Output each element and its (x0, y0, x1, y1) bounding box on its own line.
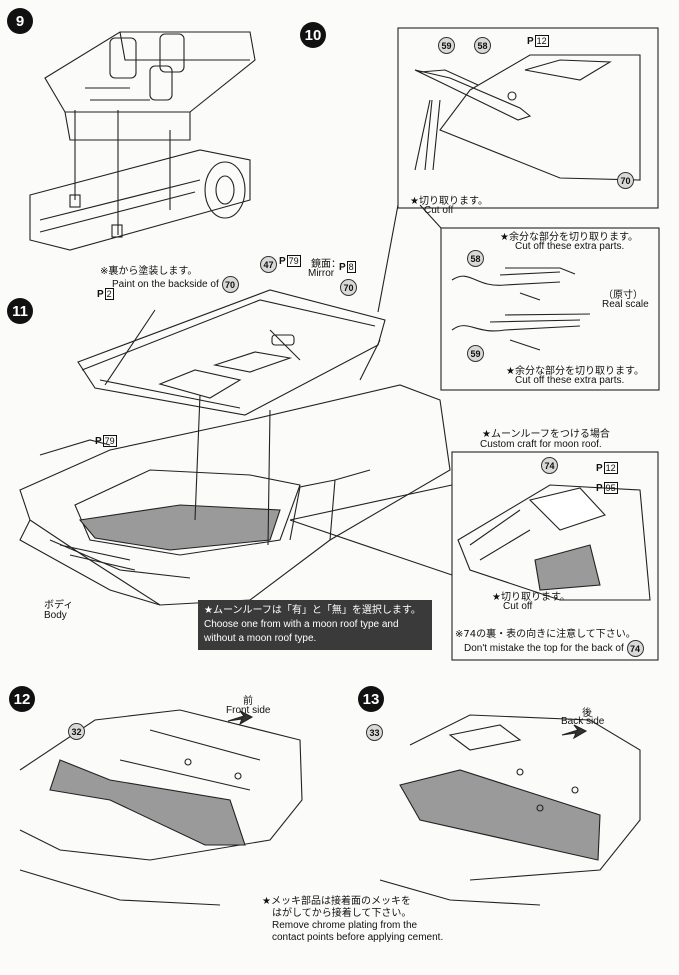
moon-cut-off-en: Cut off (503, 601, 533, 612)
paint-code: 8 (346, 261, 356, 273)
note-74-en: Don't mistake the top for the back of 74 (464, 640, 644, 657)
step10-connector-lines (377, 204, 442, 313)
choice-en-2: without a moon roof type. (204, 633, 317, 644)
step11-connector-lines (289, 484, 453, 576)
paint-prefix: P (95, 436, 102, 447)
paint-code: 79 (286, 255, 301, 267)
step10-real-scale-inset (440, 227, 660, 391)
step12-rear-deck-drawing (19, 709, 303, 906)
front-arrow-icon (227, 710, 254, 726)
paint-prefix: P (97, 289, 104, 300)
moonroof-choice-note: ★ムーンルーフは「有」と「無」を選択します。 Choose one from w… (198, 600, 432, 650)
step-13-number: 13 (358, 686, 384, 712)
step11-roof-drawing (77, 289, 386, 416)
step11-moonroof-inset (451, 451, 659, 661)
note-74-jp: ※74の裏・表の向きに注意して下さい。 (455, 629, 636, 640)
part-59-inset-badge: 59 (467, 345, 484, 362)
body-label-en: Body (44, 610, 67, 621)
step-10-number: 10 (300, 22, 326, 48)
note-74-text: Don't mistake the top for the back of (464, 643, 624, 655)
step10-inset-frame (397, 27, 659, 209)
paint-prefix: P (596, 463, 603, 474)
paint-backside-jp: ※裏から塗装します。 (100, 266, 198, 277)
paint-prefix: P (527, 36, 534, 47)
choice-jp: ★ムーンルーフは「有」と「無」を選択します。 (204, 605, 421, 616)
extra-parts2-jp: ★余分な部分を切り取ります。 (506, 366, 644, 377)
part-47-badge: 47 (260, 256, 277, 273)
front-side-en: Front side (226, 705, 271, 716)
paint-backside-en: Paint on the backside of 70 (112, 276, 239, 293)
back-side-en: Back side (561, 716, 605, 727)
part-74-inline-badge: 74 (626, 640, 644, 657)
chrome-en-1: Remove chrome plating from the (272, 920, 418, 931)
chrome-jp-1: ★メッキ部品は接着面のメッキを (262, 896, 411, 907)
part-58-badge: 58 (474, 37, 491, 54)
front-side-jp: 前 (243, 696, 253, 707)
mirror-en: Mirror (308, 268, 335, 279)
part-74-badge: 74 (541, 457, 558, 474)
part-70-badge: 70 (617, 172, 634, 189)
part-70-roof-badge: 70 (340, 279, 357, 296)
step11-moonroof-drawing (457, 484, 651, 601)
moon-cut-off-jp: ★切り取ります。 (492, 592, 570, 603)
paint-code: 12 (534, 35, 549, 47)
extra-parts2-en: Cut off these extra parts. (515, 375, 625, 386)
chrome-jp-2: はがしてから接着して下さい。 (272, 908, 412, 919)
back-arrow-icon (561, 724, 588, 740)
step10-sunroof-drawing (414, 54, 641, 181)
paint-code: 95 (603, 482, 618, 494)
part-58-inset-badge: 58 (467, 250, 484, 267)
paint-prefix: P (279, 256, 286, 267)
step10-wiper-parts-drawing (451, 267, 591, 351)
paint-code: 79 (102, 435, 117, 447)
mirror-jp: 鏡面： (311, 259, 341, 270)
choice-en-1: Choose one from with a moon roof type an… (204, 619, 399, 630)
step9-interior-tub-drawing (29, 31, 256, 251)
body-label-jp: ボディ (44, 600, 74, 611)
paint-prefix: P (339, 262, 346, 273)
part-32-badge: 32 (68, 723, 85, 740)
cut-off-en: Cut off (424, 205, 454, 216)
step13-rear-panel-drawing (379, 714, 641, 906)
step11-body-drawing (19, 384, 451, 606)
paint-prefix: P (596, 483, 603, 494)
step-12-number: 12 (9, 686, 35, 712)
real-scale-en: Real scale (602, 299, 649, 310)
back-side-jp: 後 (582, 708, 592, 719)
extra-parts-en: Cut off these extra parts. (515, 241, 625, 252)
step-9-number: 9 (7, 8, 33, 34)
part-33-badge: 33 (366, 724, 383, 741)
cut-off-jp: ★切り取ります。 (410, 196, 488, 207)
moonroof-title-en: Custom craft for moon roof. (480, 439, 602, 450)
part-70-inline-badge: 70 (221, 276, 239, 293)
real-scale-jp: （原寸） (603, 290, 643, 301)
paint-code: 12 (603, 462, 618, 474)
extra-parts-jp: ★余分な部分を切り取ります。 (500, 232, 638, 243)
part-59-badge: 59 (438, 37, 455, 54)
chrome-en-2: contact points before applying cement. (272, 932, 444, 943)
paint-code: 2 (104, 288, 114, 300)
step-11-number: 11 (7, 298, 33, 324)
paint-backside-text: Paint on the backside of (112, 279, 219, 291)
chrome-note: ★メッキ部品は接着面のメッキを はがしてから接着して下さい。 Remove ch… (262, 896, 443, 944)
moonroof-title-jp: ★ムーンルーフをつける場合 (482, 429, 610, 440)
